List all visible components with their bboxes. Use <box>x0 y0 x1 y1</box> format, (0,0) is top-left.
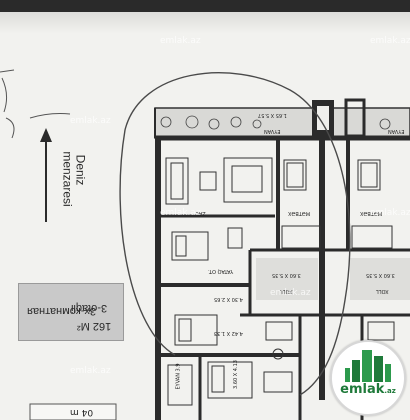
pencil-curve <box>29 113 71 119</box>
bedroom-furniture <box>167 227 253 406</box>
dimension-label-4: 3.60 X 5.35 <box>272 272 301 278</box>
room-label-balcony-3: EYVAN 3.9 <box>175 363 182 390</box>
direction-arrow-head <box>40 128 52 142</box>
interior-walls <box>158 138 410 420</box>
watermark-3: emlak.az <box>70 116 111 126</box>
watermark-1: emlak.az <box>160 36 201 46</box>
core-inner <box>317 106 329 130</box>
logo-main: emlak <box>340 382 385 397</box>
watermark-5: emlak.az <box>370 208 410 218</box>
dimension-label-6: 3.60 X 4.13 <box>232 360 239 389</box>
balcony-plants <box>160 115 391 130</box>
building-icon <box>345 350 391 382</box>
emlak-logo: emlak.az <box>330 340 406 416</box>
dimension-label-2: 4.30 X 2.65 <box>214 296 243 302</box>
core-right <box>344 98 366 138</box>
watermark-2: emlak.az <box>370 36 410 46</box>
logo-suffix: .az <box>384 387 396 395</box>
sheet-top-edge-shadow <box>0 12 410 34</box>
apartment-area: 162 M² <box>77 320 112 332</box>
page-note: 04 m <box>70 407 94 417</box>
apartment-type-ru: 3х-комнатная <box>27 305 97 317</box>
room-label-balcony-2: EYVAN <box>388 128 405 134</box>
logo-wordmark: emlak.az <box>332 382 404 397</box>
dimension-label-3: 4.42 X 1.33 <box>214 330 243 336</box>
room-label-kitchen-left: MƏTBƏX <box>288 210 311 216</box>
room-label-hall-right: XOLL <box>376 288 389 294</box>
dimension-label-5: 3.60 X 5.35 <box>366 272 395 278</box>
room-label-balcony-1: EYVAN <box>264 128 281 134</box>
balcony-strip <box>154 107 410 139</box>
watermark-7: emlak.az <box>70 366 111 376</box>
sea-view-label-line1: Deniz <box>73 154 88 186</box>
pencil-scribble <box>0 69 15 139</box>
sea-view-label-line2: menzaresi <box>60 151 75 207</box>
hand-drawn-outline <box>119 72 351 396</box>
hall-left <box>256 258 318 300</box>
hall-right <box>350 258 410 300</box>
page-bottom-box <box>29 403 117 420</box>
living-room-furniture <box>165 157 273 205</box>
dimension-label-1: 1.65 X 5.57 <box>258 112 287 118</box>
apartment-info-box: 3-otaqli 3х-комнатная 162 M² <box>18 283 124 341</box>
room-label-bedroom: YATAQ OT. <box>208 268 234 274</box>
kitchen-furniture <box>281 159 393 249</box>
outer-walls <box>154 108 410 420</box>
watermark-4: emlak.az <box>160 208 201 218</box>
watermark-6: emlak.az <box>270 288 311 298</box>
sheet-top-edge <box>0 0 410 12</box>
